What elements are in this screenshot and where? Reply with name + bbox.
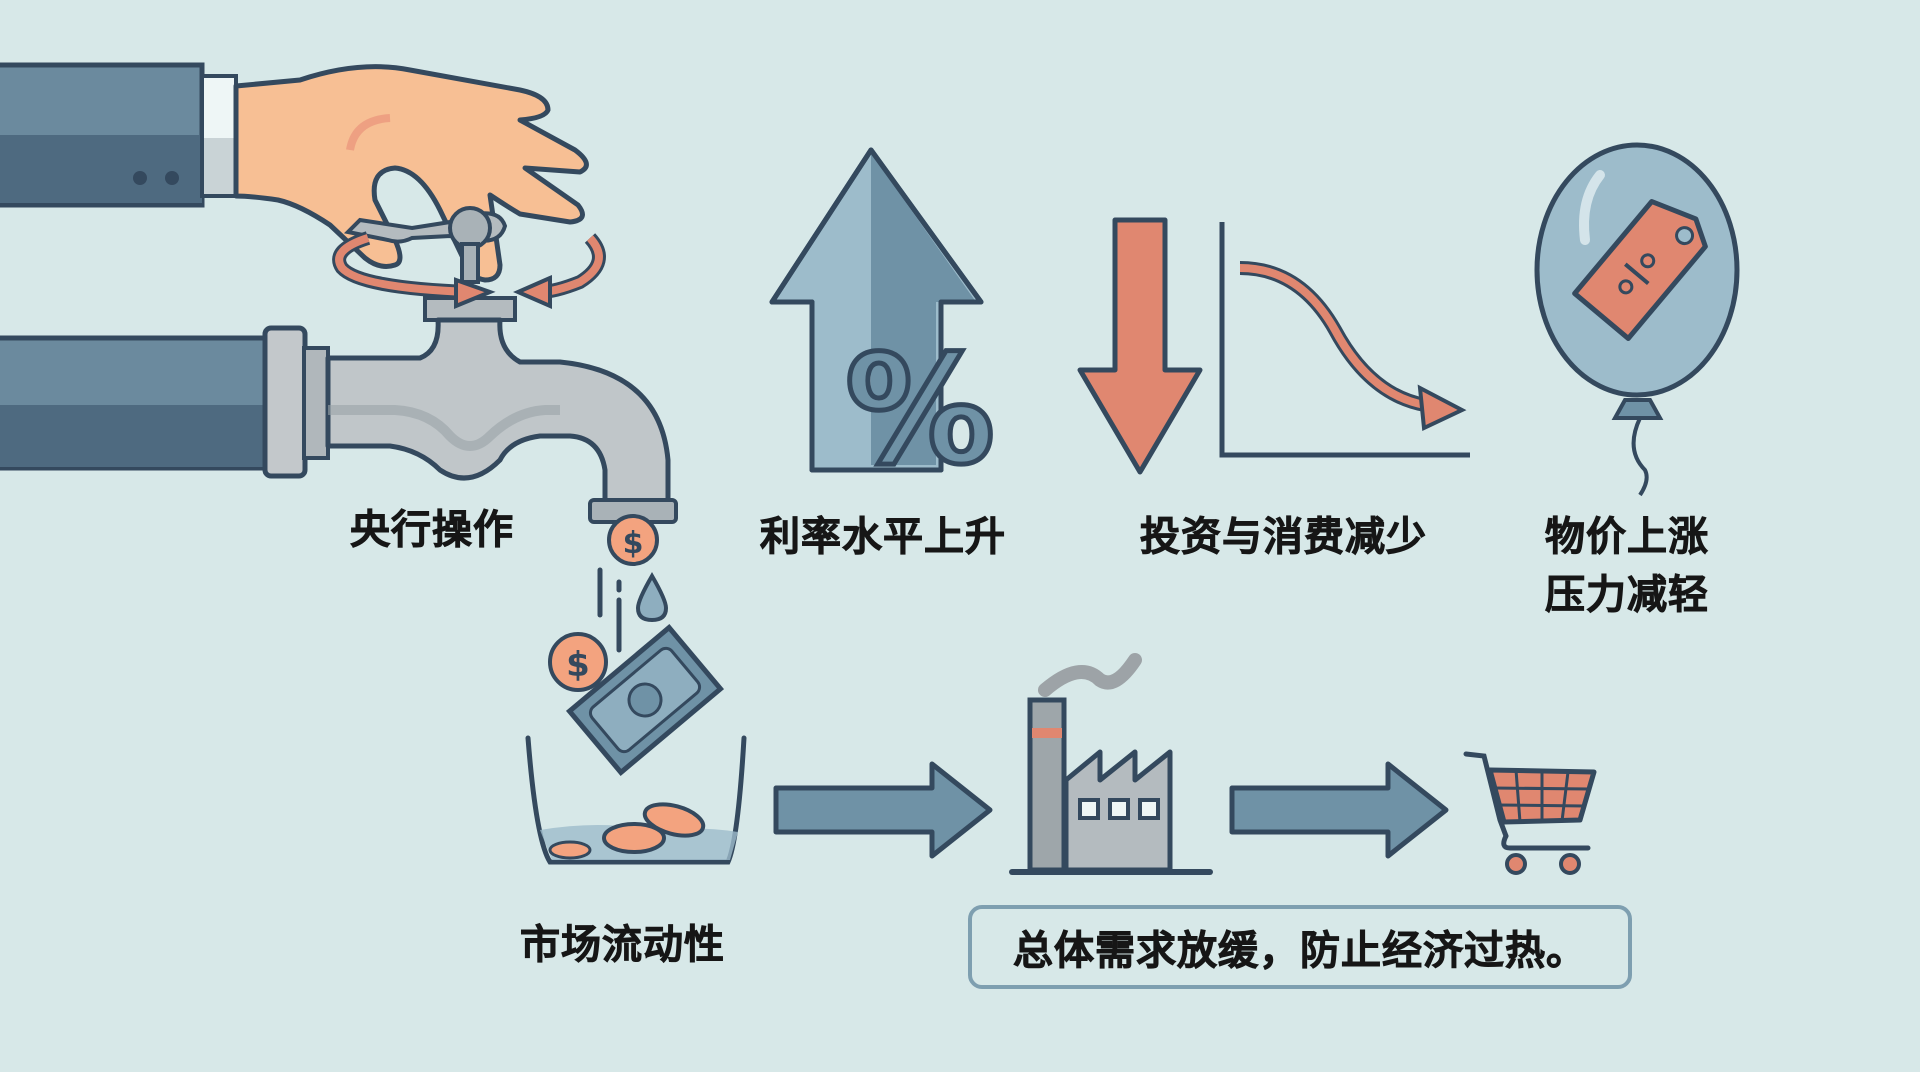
investment-label: 投资与消费减少 bbox=[1140, 514, 1427, 561]
bowl-icon bbox=[525, 735, 747, 865]
prices-label-line1: 物价上涨 bbox=[1545, 514, 1709, 561]
svg-text:$: $ bbox=[623, 526, 644, 561]
shopping-cart-icon bbox=[1463, 751, 1597, 875]
percent-icon: % bbox=[845, 324, 995, 498]
flow-arrow-2-icon bbox=[1229, 761, 1449, 859]
summary-box: 总体需求放缓，防止经济过热。 bbox=[968, 905, 1632, 989]
declining-curve-chart-icon bbox=[1219, 222, 1470, 458]
central-bank-label: 央行操作 bbox=[350, 507, 514, 554]
liquidity-label: 市场流动性 bbox=[520, 922, 725, 969]
rotation-arrows-icon bbox=[332, 231, 606, 310]
faucet-icon bbox=[0, 206, 678, 524]
summary-text: 总体需求放缓，防止经济过热。 bbox=[1013, 928, 1587, 975]
prices-label-line2: 压力减轻 bbox=[1545, 572, 1709, 619]
factory-icon bbox=[1009, 653, 1213, 875]
down-arrow-icon bbox=[1077, 217, 1203, 475]
hand-icon bbox=[233, 64, 589, 283]
svg-text:$: $ bbox=[566, 645, 590, 685]
flow-arrow-1-icon bbox=[773, 761, 993, 859]
up-arrow-icon: % bbox=[769, 147, 998, 501]
interest-rate-label: 利率水平上升 bbox=[760, 514, 1006, 561]
price-tag-icon bbox=[1572, 199, 1708, 341]
falling-money-icon: $ $ bbox=[548, 514, 725, 776]
sleeve-arm-icon bbox=[0, 62, 238, 208]
balloon-icon bbox=[1534, 142, 1740, 497]
